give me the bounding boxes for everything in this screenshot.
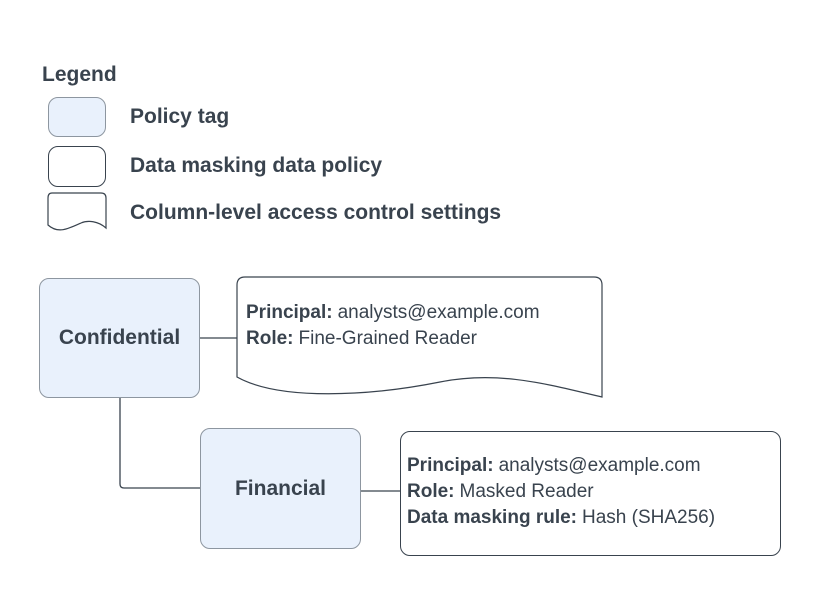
principal-label: Principal: bbox=[246, 302, 333, 323]
access-control-settings-text: Principal:analysts@example.com Role:Fine… bbox=[246, 300, 540, 352]
legend-title: Legend bbox=[42, 63, 117, 86]
connector-confidential-financial bbox=[119, 398, 200, 489]
access-control-role-line: Role:Fine-Grained Reader bbox=[246, 326, 540, 352]
role-label: Role: bbox=[246, 328, 294, 349]
access-control-document-shape bbox=[236, 276, 603, 398]
column-access-control-swatch bbox=[47, 192, 107, 231]
legend-label-policy-tag: Policy tag bbox=[130, 105, 230, 128]
data-masking-policy-box bbox=[400, 431, 781, 556]
data-policy-principal-line: Principal:analysts@example.com bbox=[407, 453, 715, 479]
data-policy-role-line: Role:Masked Reader bbox=[407, 479, 715, 505]
confidential-label: Confidential bbox=[58, 326, 181, 349]
legend-label-column-access-control: Column-level access control settings bbox=[130, 201, 502, 224]
principal-label: Principal: bbox=[407, 455, 494, 476]
data-masking-policy-text: Principal:analysts@example.com Role:Mask… bbox=[407, 453, 715, 531]
role-value: Fine-Grained Reader bbox=[298, 328, 477, 349]
policy-tag-node-confidential: Confidential bbox=[39, 278, 200, 398]
access-control-principal-line: Principal:analysts@example.com bbox=[246, 300, 540, 326]
financial-label: Financial bbox=[234, 476, 327, 500]
role-label: Role: bbox=[407, 481, 455, 502]
data-policy-masking-rule-line: Data masking rule:Hash (SHA256) bbox=[407, 505, 715, 531]
policy-tag-swatch bbox=[48, 97, 106, 137]
principal-value: analysts@example.com bbox=[337, 302, 540, 323]
data-masking-policy-swatch bbox=[48, 146, 106, 187]
principal-value: analysts@example.com bbox=[498, 455, 701, 476]
policy-tag-node-financial: Financial bbox=[200, 428, 361, 549]
legend-label-data-masking-policy: Data masking data policy bbox=[130, 154, 383, 177]
role-value: Masked Reader bbox=[459, 481, 594, 502]
masking-rule-label: Data masking rule: bbox=[407, 507, 577, 528]
masking-rule-value: Hash (SHA256) bbox=[582, 507, 716, 528]
